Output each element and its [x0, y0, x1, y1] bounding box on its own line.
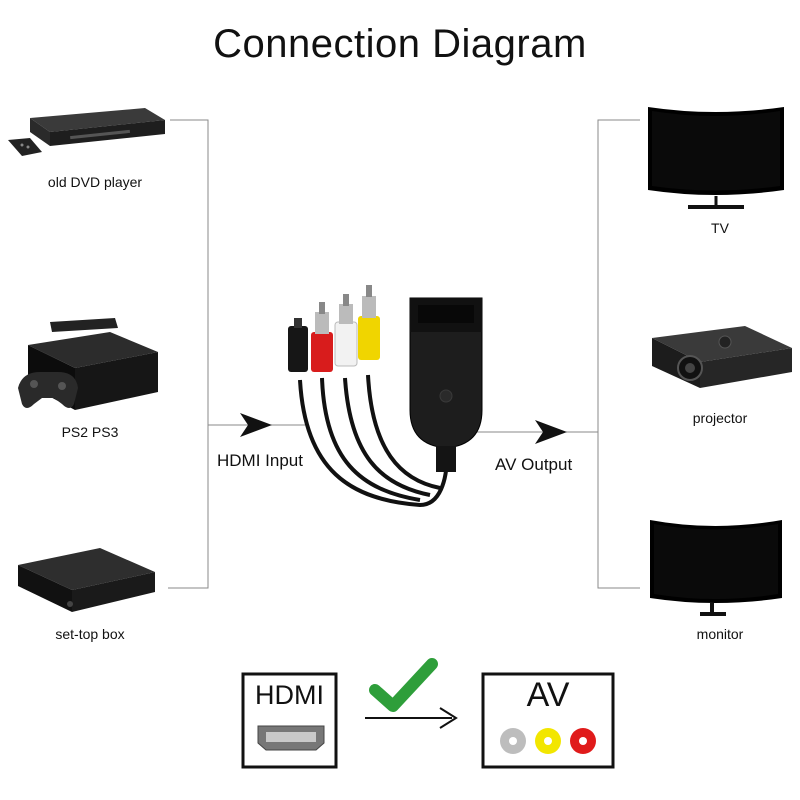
legend-av-label: AV [526, 676, 570, 714]
av-output-label: AV Output [495, 455, 573, 474]
rca-white-jack-icon [500, 728, 526, 754]
rca-red-jack-icon [570, 728, 596, 754]
input-arrow-icon [240, 413, 272, 437]
output-label-projector: projector [692, 410, 748, 426]
output-label-tv: TV [711, 220, 729, 236]
hdmi-input-label: HDMI Input [217, 451, 303, 470]
check-icon [369, 658, 438, 712]
diagram-title: Connection Diagram [213, 22, 587, 66]
legend-hdmi-label: HDMI [255, 680, 324, 710]
output-label-monitor: monitor [696, 626, 744, 642]
source-label-dvd: old DVD player [47, 174, 143, 190]
hdmi-port-icon [257, 725, 325, 751]
output-arrow-icon [535, 420, 567, 444]
rca-yellow-jack-icon [535, 728, 561, 754]
source-label-settop: set-top box [55, 626, 125, 642]
source-label-console: PS2 PS3 [61, 424, 119, 440]
